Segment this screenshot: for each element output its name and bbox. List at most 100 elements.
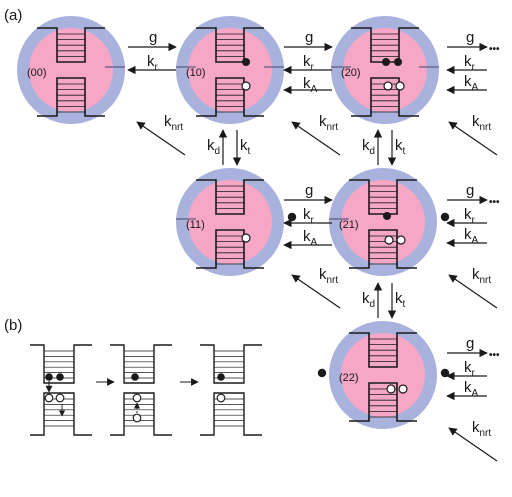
inner-disc [343,28,427,112]
state-00: (00) [17,16,125,124]
inner-disc [341,333,425,417]
rate-kr: kr [464,206,476,226]
rate-kA: kA [303,75,318,95]
rate-subscript: r [472,62,476,73]
hole-dot [384,235,394,245]
panel-b-schematics [30,344,262,436]
rate-subscript: r [472,368,476,379]
rate-subscript: r [155,62,159,73]
arrow-knrt [448,121,498,156]
hole-dot [398,384,408,394]
valence-well [351,77,419,117]
electron-dot [242,58,250,66]
electron-dot [56,373,64,381]
ellipsis: ••• [489,197,500,208]
rate-knrt: knrt [319,113,338,133]
rate-subscript: nrt [480,428,492,439]
arrow-knrt [136,121,186,156]
rate-g: g [305,182,313,199]
hole-dot [55,393,65,403]
hole-dot [216,393,226,403]
electron-dot [45,373,53,381]
rate-kt: kt [395,290,406,310]
schematic-1 [30,344,92,436]
rate-g: g [305,29,313,46]
hole-dot [132,413,142,423]
rate-knrt: knrt [472,266,491,286]
state-10: (10) [176,16,284,124]
state-label: (22) [339,372,359,384]
hole-dot [386,384,396,394]
electron-dot [131,373,139,381]
rate-knrt: knrt [319,266,338,286]
ellipsis: ••• [489,350,500,361]
rate-subscript: t [248,146,251,157]
state-label: (10) [186,67,206,79]
state-label: (20) [341,67,361,79]
trapped-carrier-dot [317,368,327,378]
states-layer: (00) (10) (20) (11) (21) (22) [17,16,450,429]
rate-subscript: t [403,299,406,310]
conduction-well [30,344,92,384]
valence-well [37,77,105,117]
rate-g: g [466,335,474,352]
rate-kr: kr [464,53,476,73]
state-label: (11) [186,219,205,231]
arrow-knrt [291,121,341,156]
valence-well [349,382,417,422]
rate-subscript: A [472,388,479,399]
electron-dot [217,373,225,381]
state-label: (21) [339,219,359,231]
hole-dot [383,81,393,91]
trapped-carrier-dot [287,212,297,222]
rate-g: g [466,182,474,199]
hole-dot [395,81,405,91]
rate-kr: kr [303,53,315,73]
rate-subscript: nrt [327,122,339,133]
hole-dot [44,393,54,403]
schematic-2 [110,344,172,436]
rate-subscript: d [215,146,221,157]
rate-subscript: nrt [480,122,492,133]
hole-dot [396,235,406,245]
rate-subscript: A [472,82,479,93]
rate-knrt: knrt [472,113,491,133]
rate-subscript: r [311,62,315,73]
state-11: (11) [176,168,297,276]
rate-kd: kd [362,290,375,310]
valence-well [196,77,264,117]
conduction-well [110,344,172,384]
rate-knrt: knrt [472,419,491,439]
inner-disc [29,28,113,112]
valence-well [110,392,172,436]
rate-g: g [466,29,474,46]
hole-dot [241,233,251,243]
arrows-layer [127,42,498,462]
rate-kd: kd [362,137,375,157]
rate-subscript: r [472,215,476,226]
rate-subscript: nrt [172,122,184,133]
rate-subscript: d [370,299,376,310]
hole-dot [241,81,251,91]
rate-kd: kd [207,137,220,157]
state-22: (22) [317,321,450,429]
ellipsis: ••• [489,44,500,55]
rate-subscript: r [311,215,315,226]
state-20: (20) [331,16,439,124]
hole-dot [132,393,142,403]
rate-kr: kr [464,359,476,379]
rate-kr: kr [147,53,159,73]
inner-disc [188,180,272,264]
arrow-knrt [448,427,498,462]
state-21: (21) [329,168,450,276]
rate-kt: kt [395,137,406,157]
rate-subscript: A [472,235,479,246]
trapped-carrier-dot [440,212,450,222]
rate-kr: kr [303,206,315,226]
panel-label-a: (a) [4,7,22,24]
rate-g: g [149,29,157,46]
conduction-well [200,344,262,384]
schematic-3 [200,344,262,436]
electron-dot [394,58,402,66]
